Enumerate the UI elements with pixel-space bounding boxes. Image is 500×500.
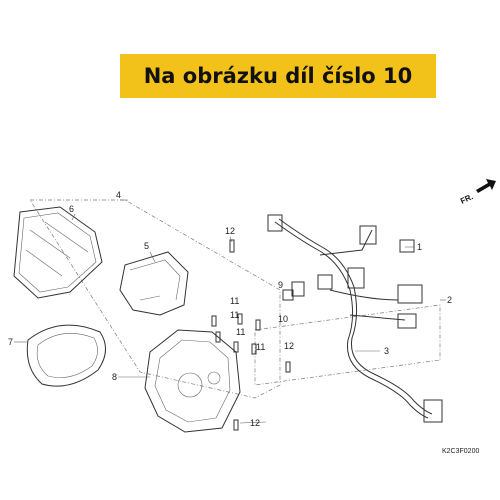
leader-lines [14, 199, 446, 424]
callout-11-d: 11 [256, 342, 265, 352]
callout-11-a: 11 [230, 296, 239, 306]
arrow-right-icon [476, 179, 496, 193]
callout-7: 7 [8, 337, 13, 347]
lens-ring-part[interactable] [26, 324, 106, 387]
callout-2: 2 [447, 295, 452, 305]
part-number-banner: Na obrázku díl číslo 10 [120, 54, 436, 98]
wire-harness-part[interactable] [267, 214, 443, 423]
banner-text: Na obrázku díl číslo 10 [143, 64, 413, 88]
drawing-code: K2C3F0200 [442, 448, 479, 455]
callout-3: 3 [384, 346, 389, 356]
callout-9: 9 [278, 280, 283, 290]
upper-cover-part[interactable] [13, 206, 103, 299]
connector-part[interactable] [291, 281, 305, 297]
callout-12-bottom: 12 [250, 418, 260, 428]
callout-4: 4 [116, 190, 121, 200]
meter-case-part[interactable] [144, 329, 241, 433]
callout-11-b: 11 [230, 310, 239, 320]
screw-set[interactable] [211, 239, 291, 431]
callout-12-top: 12 [225, 226, 235, 236]
fr-label: FR. [459, 192, 474, 206]
callout-1: 1 [417, 242, 422, 252]
callout-11-c: 11 [236, 327, 245, 337]
direction-marker: FR. [459, 179, 496, 206]
gauge-board-part[interactable] [119, 251, 189, 316]
callout-12-mid: 12 [284, 341, 294, 351]
callout-10: 10 [278, 314, 288, 324]
callout-5: 5 [144, 241, 149, 251]
clip-part[interactable] [282, 289, 294, 301]
assembly-outline-left [29, 199, 281, 399]
callout-6: 6 [69, 204, 74, 214]
callout-8: 8 [112, 372, 117, 382]
